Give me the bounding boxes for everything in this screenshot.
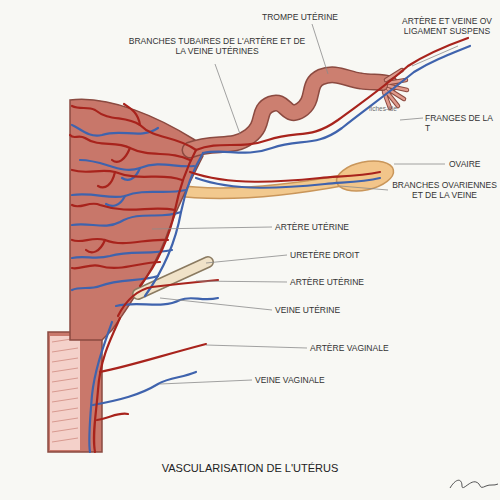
vein-branch bbox=[72, 190, 186, 197]
structure-label: URETÈRE DROIT bbox=[290, 250, 400, 260]
leader-line bbox=[340, 186, 388, 190]
vaginal-vein-branch bbox=[93, 372, 196, 405]
structure-label: ARTÈRE UTÉRINE bbox=[275, 222, 385, 232]
leader-line bbox=[312, 24, 328, 74]
artery-twig bbox=[86, 104, 140, 252]
structure-label: VEINE VAGINALE bbox=[255, 375, 375, 385]
uterine-tube bbox=[190, 75, 390, 150]
ovarian-artery-branch bbox=[190, 172, 380, 182]
structure-label: BRANCHES TUBAIRES DE L'ARTÈRE ET DE LA V… bbox=[128, 36, 306, 56]
signature-scribble bbox=[450, 480, 498, 488]
leader-line bbox=[196, 281, 287, 282]
structure-label: OVAIRE bbox=[449, 159, 499, 169]
leader-line bbox=[160, 298, 272, 310]
vein-branch bbox=[80, 160, 194, 170]
vaginal-artery bbox=[94, 318, 120, 452]
leader-line bbox=[206, 345, 307, 348]
tubal-ovarian-vein bbox=[203, 46, 470, 153]
structure-label: ARTÈRE ET VEINE OV LIGAMENT SUSPENS bbox=[395, 16, 499, 36]
uterine-vein-trunk bbox=[116, 298, 218, 306]
leader-line bbox=[206, 255, 287, 263]
diagram-title: VASCULARISATION DE L'UTÉRUS bbox=[0, 462, 500, 474]
veins bbox=[72, 46, 470, 452]
structure-label: BRANCHES OVARIENNES ET DE LA VEINE bbox=[390, 180, 499, 200]
vaginal-artery-branch bbox=[100, 344, 206, 372]
leader-lines bbox=[152, 24, 458, 384]
artery-branch bbox=[72, 239, 168, 243]
vagina-lumen bbox=[50, 336, 80, 450]
leader-line bbox=[400, 118, 423, 120]
structure-label: TROMPE UTÉRINE bbox=[262, 12, 372, 22]
structure-label: FRANGES DE LA T bbox=[425, 113, 499, 133]
structure-label: ARTÈRE VAGINALE bbox=[310, 343, 430, 353]
artery-branch bbox=[72, 204, 175, 210]
leader-line bbox=[412, 46, 458, 66]
leader-line bbox=[215, 64, 240, 134]
structure-label: VEINE UTÉRINE bbox=[275, 305, 385, 315]
vagina-folds bbox=[52, 338, 78, 442]
leader-line bbox=[152, 227, 272, 229]
structure-label: ARTÈRE UTÉRINE bbox=[290, 277, 400, 287]
leader-line bbox=[160, 380, 252, 384]
leader-line bbox=[394, 164, 445, 165]
uterine-artery bbox=[140, 150, 196, 286]
arteries bbox=[70, 38, 468, 452]
artery-branch bbox=[72, 262, 160, 268]
uterine-artery-trunk bbox=[118, 280, 218, 316]
watermark: fiches-ide bbox=[369, 104, 414, 114]
vein-branch bbox=[72, 212, 181, 226]
tube-outline bbox=[190, 75, 390, 150]
vaginal-artery-twig bbox=[97, 414, 128, 420]
artery-branch bbox=[72, 170, 182, 180]
